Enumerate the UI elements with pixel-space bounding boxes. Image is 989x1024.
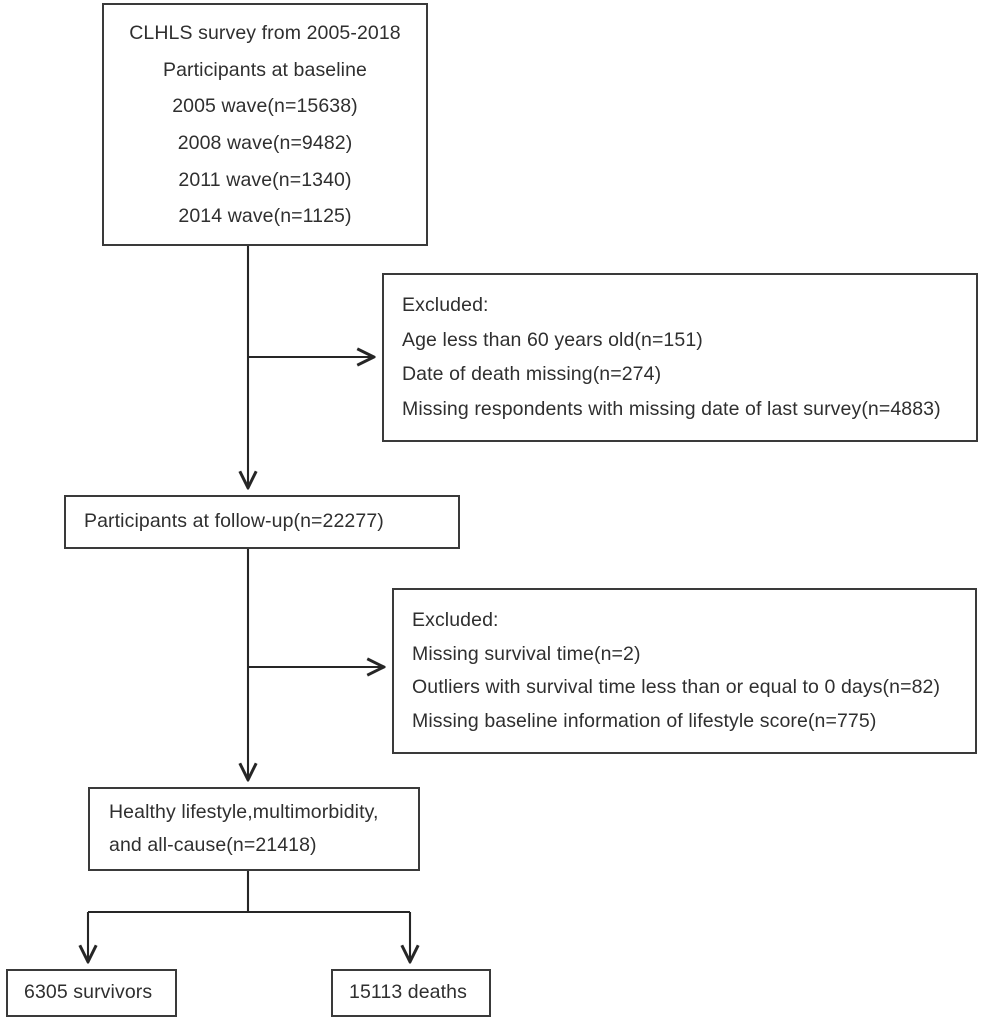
exclusion-1-reason-death-date: Date of death missing(n=274) [402,363,662,385]
baseline-box: CLHLS survey from 2005-2018 Participants… [102,3,428,246]
followup-box: Participants at follow-up(n=22277) [64,495,460,549]
deaths-box: 15113 deaths [331,969,491,1017]
baseline-line-wave-2008: 2008 wave(n=9482) [177,132,353,155]
baseline-line-wave-2005: 2005 wave(n=15638) [172,95,358,118]
baseline-line-wave-2014: 2014 wave(n=1125) [178,205,352,228]
followup-line: Participants at follow-up(n=22277) [84,510,384,533]
exclusion-1-reason-age: Age less than 60 years old(n=151) [402,328,703,351]
baseline-line-participants: Participants at baseline [162,58,368,81]
analysis-cohort-box: Healthy lifestyle,multimorbidity, and al… [88,787,420,871]
exclusion-2-reason-missing-survival: Missing survival time(n=2) [412,642,641,665]
exclusion-2-reason-outliers: Outliers with survival time less than or… [412,676,941,698]
exclusion-2-reason-lifestyle-score: Missing baseline information of lifestyl… [412,709,877,732]
exclusion-2-heading: Excluded: [412,609,499,631]
survivors-label: 6305 survivors [24,981,153,1004]
deaths-label: 15113 deaths [349,981,467,1004]
cohort-line-2: and all-cause(n=21418) [109,833,317,856]
baseline-line-survey: CLHLS survey from 2005-2018 [129,22,401,45]
cohort-line-1: Healthy lifestyle,multimorbidity, [109,801,379,823]
baseline-line-wave-2011: 2011 wave(n=1340) [178,168,352,191]
survivors-box: 6305 survivors [6,969,177,1017]
exclusion-1-heading: Excluded: [402,294,489,316]
exclusion-1-reason-last-survey: Missing respondents with missing date of… [402,397,941,420]
exclusion-box-2: Excluded: Missing survival time(n=2) Out… [392,588,977,754]
exclusion-box-1: Excluded: Age less than 60 years old(n=1… [382,273,978,442]
